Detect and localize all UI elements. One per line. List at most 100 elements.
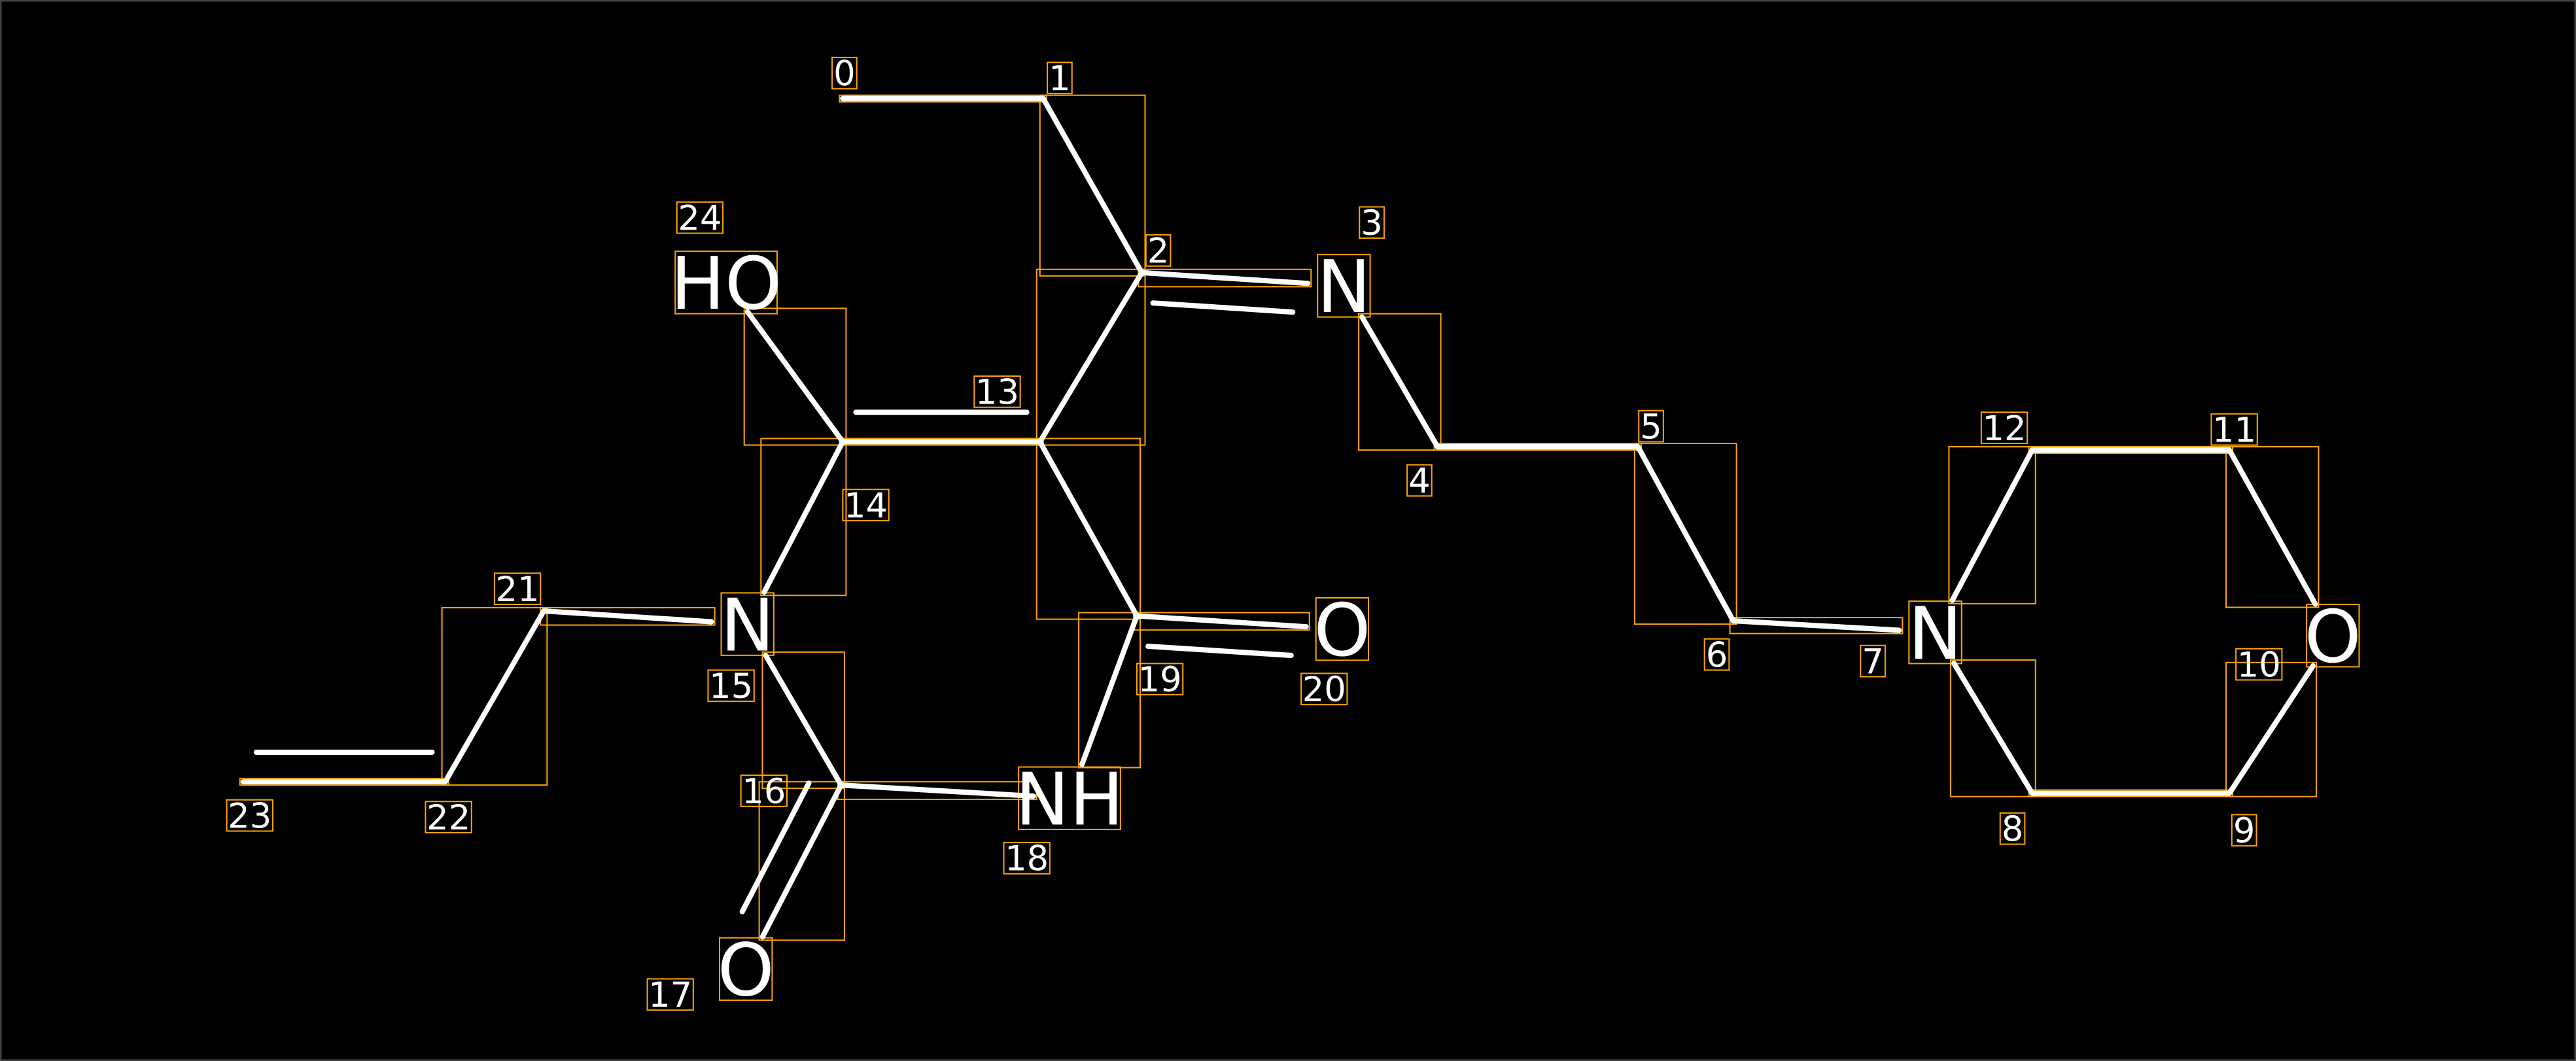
atom-index-box: [493, 572, 542, 605]
atom-index-10: 10: [2237, 645, 2281, 685]
bond-bounding-box: [1358, 313, 1442, 451]
atom-label-17: O: [718, 929, 775, 1013]
bond-bounding-box: [1036, 438, 1141, 620]
bond-19-18: [1079, 613, 1140, 767]
atom-index-0: 0: [833, 54, 856, 94]
atom-index-7: 7: [1862, 642, 1884, 682]
bond-15-16: [763, 652, 844, 788]
bond-2-3: [1139, 270, 1311, 287]
atom-label-20: O: [1314, 589, 1370, 673]
bond-bounding-box: [758, 781, 845, 941]
atom-index-box: [707, 669, 755, 703]
bond-6-7: [1730, 618, 1902, 633]
atom-index-box: [226, 799, 273, 832]
atom-index-14: 14: [844, 486, 888, 526]
bond-9-10: [2227, 663, 2316, 796]
atom-index-11: 11: [2212, 410, 2256, 450]
bond-bounding-box: [2028, 789, 2234, 797]
bond-bounding-box: [2028, 445, 2234, 454]
atom-index-box: [1145, 234, 1172, 267]
bond-bounding-box: [1433, 442, 1642, 451]
atom-index-box: [2210, 413, 2258, 446]
atom-index-box: [842, 489, 890, 521]
atom-index-22: 22: [426, 798, 470, 838]
bond-bounding-box: [2225, 661, 2318, 797]
atom-index-19: 19: [1138, 660, 1182, 700]
atom-label-box: [1315, 597, 1370, 661]
atom-index-box: [676, 201, 724, 234]
atom-index-box: [1136, 663, 1184, 696]
atom-index-18: 18: [1005, 839, 1049, 879]
atom-label-box: [1018, 766, 1121, 830]
bond-13-19: [1037, 439, 1140, 619]
atom-index-5: 5: [1640, 407, 1662, 447]
atom-index-17: 17: [648, 975, 692, 1015]
bond-bounding-box: [441, 607, 548, 786]
bond-2-13: [1037, 270, 1145, 445]
atom-index-box: [1980, 411, 2028, 444]
atom-index-box: [2235, 648, 2283, 681]
atom-index-box: [1638, 409, 1664, 443]
atom-label-box: [1317, 254, 1371, 318]
atom-index-box: [1047, 61, 1073, 95]
bond-2-3-second-line: [1150, 300, 1296, 315]
atom-label-3: N: [1317, 245, 1371, 330]
atom-index-box: [1300, 672, 1348, 706]
atom-index-9: 9: [2233, 811, 2255, 851]
atom-index-8: 8: [2002, 810, 2024, 850]
bond-15-21: [541, 608, 714, 625]
bond-1-2: [1040, 96, 1145, 275]
bond-16-17: [759, 782, 844, 940]
atom-index-16: 16: [742, 772, 786, 812]
atom-index-box: [646, 978, 694, 1011]
atom-index-box: [973, 375, 1021, 408]
atom-index-box: [2231, 814, 2257, 847]
atom-index-1: 1: [1049, 59, 1071, 99]
atom-label-18: NH: [1015, 757, 1124, 842]
bond-bounding-box: [1729, 617, 1904, 635]
atom-label-box: [1908, 600, 1962, 665]
atom-index-6: 6: [1706, 635, 1728, 675]
atom-index-20: 20: [1302, 670, 1346, 710]
bond-bounding-box: [1036, 268, 1146, 446]
bond-5-6: [1635, 444, 1736, 624]
atom-index-4: 4: [1408, 461, 1431, 501]
atom-index-box: [1999, 812, 2026, 845]
atom-index-box: [1359, 206, 1385, 239]
bond-bounding-box: [1948, 445, 2036, 604]
bond-bounding-box: [839, 438, 1044, 446]
bond-19-20: [1134, 613, 1309, 630]
atom-index-24: 24: [678, 199, 722, 239]
bond-bounding-box: [1039, 94, 1146, 277]
atom-label-box: [674, 251, 778, 315]
bond-16-18: [838, 782, 1036, 799]
bond-14-15: [761, 439, 846, 595]
bond-bounding-box: [743, 307, 847, 446]
atom-label-24: HO: [670, 242, 782, 326]
atom-label-15: N: [720, 583, 775, 668]
atom-index-21: 21: [496, 570, 540, 610]
atom-label-box: [2306, 603, 2360, 668]
bond-21-22: [442, 608, 547, 785]
bond-16-17-second-line: [739, 780, 812, 914]
atom-index-box: [1703, 638, 1730, 671]
bond-3-4: [1359, 314, 1440, 449]
atom-index-2: 2: [1147, 232, 1170, 271]
atom-index-box: [740, 774, 788, 807]
bond-12-7: [1949, 447, 2035, 603]
bond-bounding-box: [1633, 442, 1737, 625]
atom-index-box: [1860, 644, 1886, 678]
atom-index-13: 13: [975, 373, 1019, 413]
bond-19-20-second-line: [1145, 643, 1294, 658]
bond-bounding-box: [1949, 659, 2036, 797]
bond-bounding-box: [2225, 445, 2320, 608]
bond-bounding-box: [839, 94, 1047, 103]
atom-index-box: [425, 801, 472, 833]
bond-14-24: [744, 309, 846, 445]
bond-bounding-box: [760, 438, 847, 597]
atom-index-box: [1003, 842, 1051, 875]
atom-index-3: 3: [1361, 203, 1383, 243]
atom-label-box: [720, 592, 775, 656]
atom-label-7: N: [1908, 592, 1962, 676]
